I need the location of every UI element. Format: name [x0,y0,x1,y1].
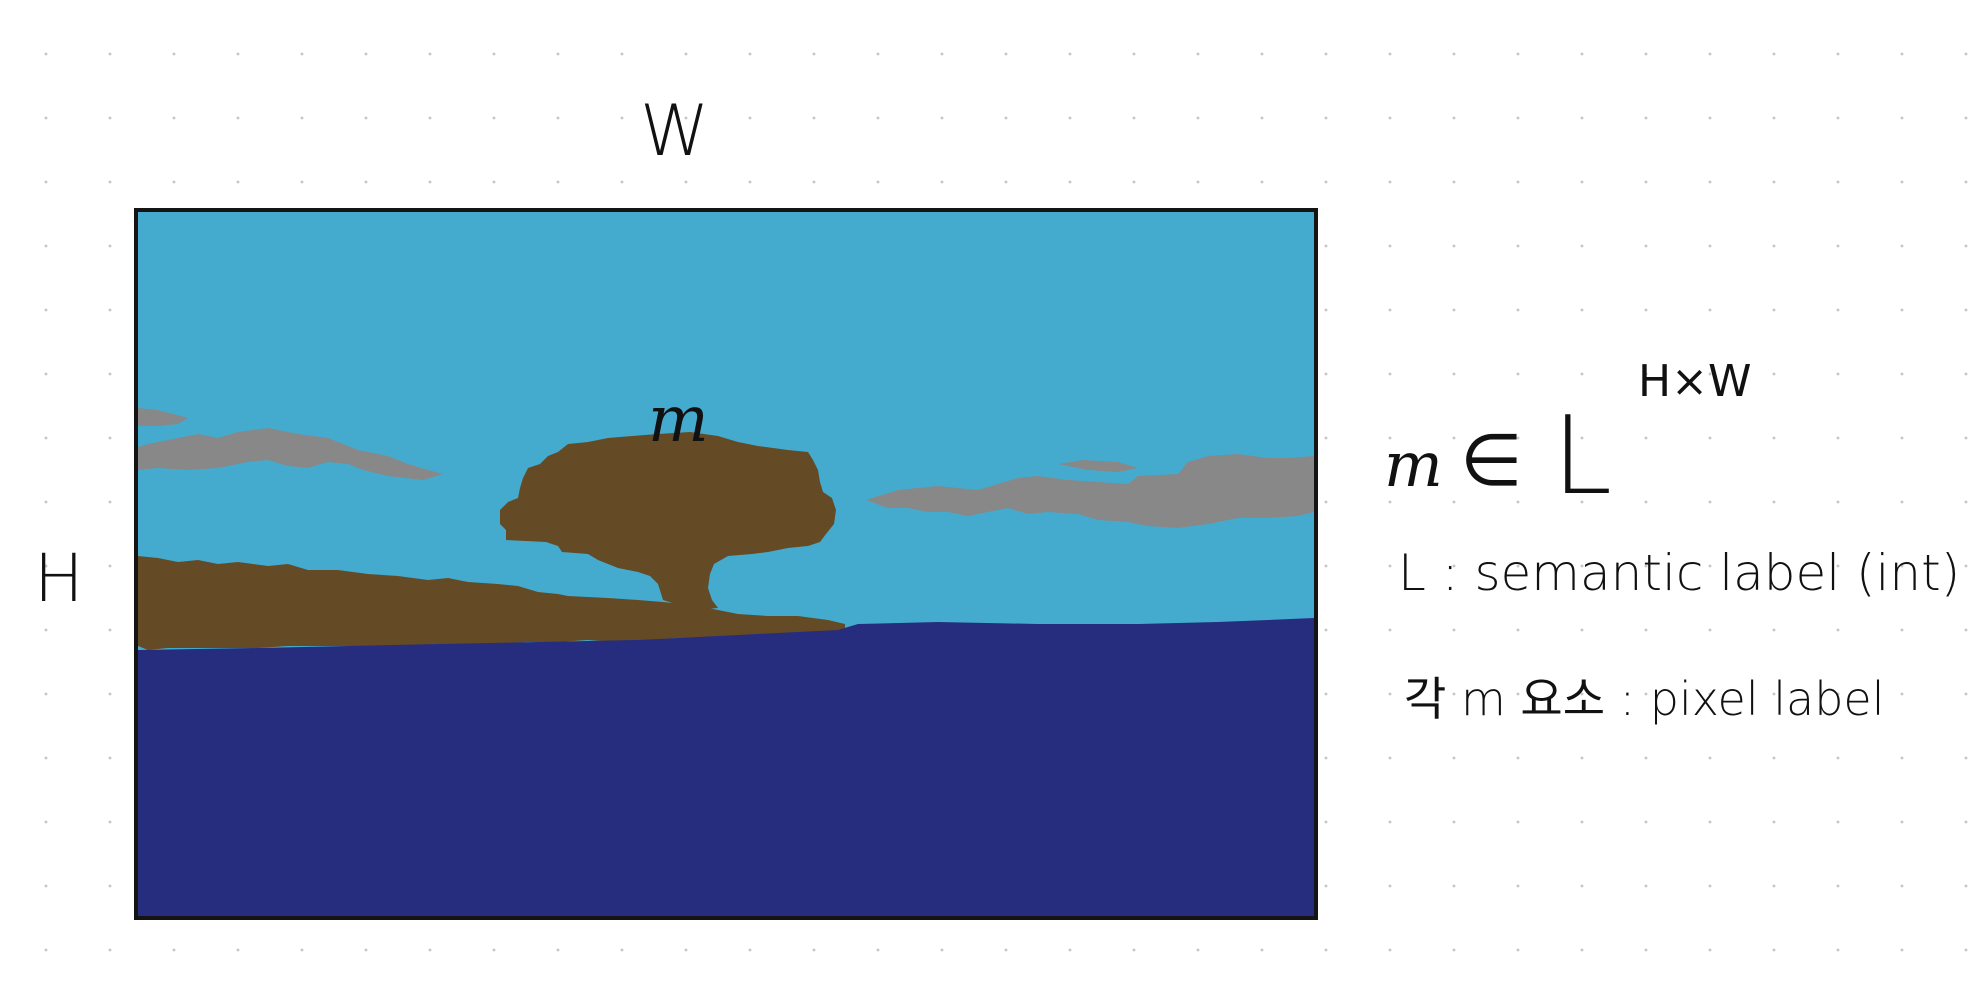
label-set-definition: L : semantic label (int) [1398,544,1961,602]
height-label: H [34,540,84,617]
cloud-region-left [138,428,443,480]
cloud-region-right-small [1058,460,1138,472]
element-of-symbol: ∈ [1460,418,1523,502]
segmentation-map-symbol: m [648,383,709,457]
sea-region [138,618,1314,916]
tree-region [500,432,836,610]
width-label: W [640,90,710,172]
cloud-region-right-top [1178,454,1314,480]
formula-variable: m [1384,428,1443,501]
formula-exponent: H×W [1638,356,1752,407]
element-definition: 각 m 요소 : pixel label [1404,672,1885,726]
ground-region [138,556,845,650]
cloud-region-left-top [138,408,188,450]
formula-label-set: L [1552,394,1613,519]
segmentation-map [134,208,1318,920]
segmentation-image [138,212,1314,916]
